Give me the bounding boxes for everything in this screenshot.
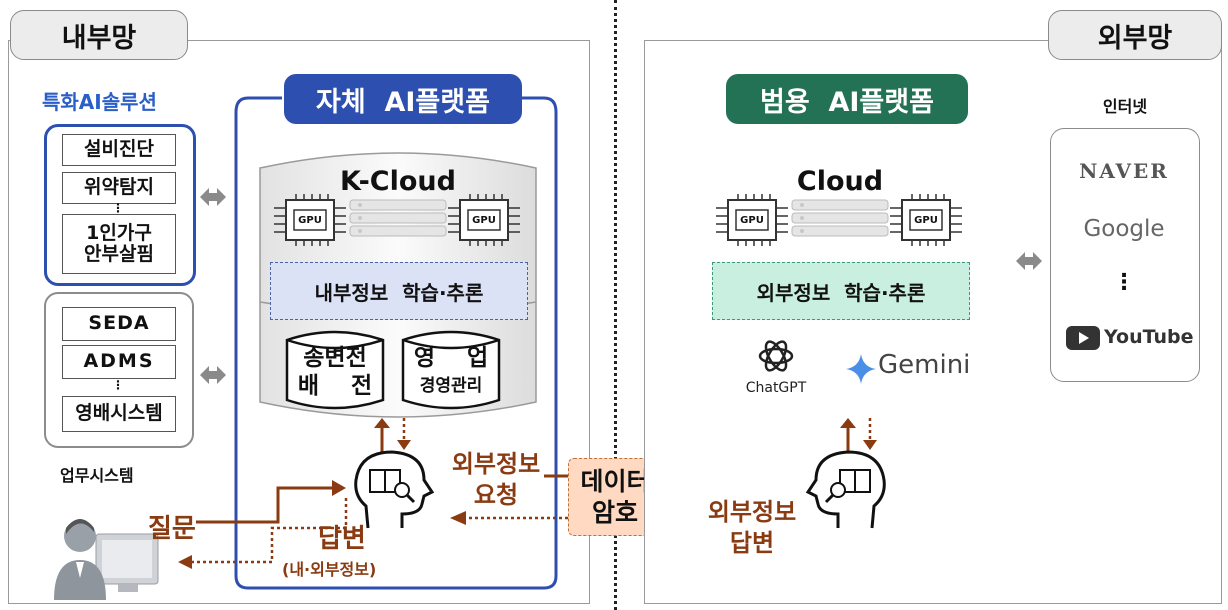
work-system-group <box>44 292 194 448</box>
internal-platform-frame <box>234 96 558 590</box>
work-systems-label: 업무시스템 <box>60 466 134 485</box>
answer-sub-label: (내·외부정보) <box>282 560 377 579</box>
question-label: 질문 <box>148 514 196 544</box>
work-item-distribution-system: 영배시스템 <box>62 396 176 432</box>
db-label-distribution: 배 전 <box>297 373 373 399</box>
answer-label: 답변 <box>318 524 366 554</box>
ellipsis-icon: ⋮ <box>1113 269 1135 295</box>
cloud-head-arrows <box>374 418 411 452</box>
user-at-computer-icon <box>54 519 159 600</box>
gemini-label: Gemini <box>878 350 971 380</box>
special-ai-title: 특화AI솔루션 <box>42 90 157 114</box>
db-label-sales: 영 업 <box>413 345 489 371</box>
google-logo: Google <box>1083 216 1165 242</box>
naver-logo: NAVER <box>1079 159 1169 183</box>
ai-thinking-head-icon <box>805 450 886 529</box>
gpu-chip-icon <box>716 194 788 246</box>
chatgpt-logo-icon <box>758 340 794 372</box>
external-platform-title: 범용 AI플랫폼 <box>726 74 968 124</box>
internal-cloud-label: K-Cloud <box>340 165 456 197</box>
server-stack-icon <box>791 199 889 237</box>
external-network-tab: 외부망 <box>1048 10 1222 60</box>
db-label-management: 경영관리 <box>419 376 483 396</box>
database-cylinder-icon <box>285 330 385 410</box>
ai-thinking-head-icon <box>354 450 435 529</box>
youtube-label: YouTube <box>1104 326 1194 348</box>
external-request-label: 외부정보 요청 <box>451 449 541 509</box>
bidirectional-arrow-icon <box>200 366 226 384</box>
question-arrow <box>196 480 346 524</box>
cloud-head-arrows <box>840 418 877 452</box>
bidirectional-arrow-icon <box>200 188 226 206</box>
bidirectional-arrow-icon <box>1016 252 1042 270</box>
external-network-panel <box>644 40 1222 604</box>
external-cloud-label: Cloud <box>796 165 884 197</box>
gemini-star-icon <box>846 354 876 384</box>
external-answer-label: 외부정보 답변 <box>707 497 797 557</box>
external-learning-layer: 외부정보 학습·추론 <box>712 262 970 320</box>
work-item-adms: ADMS <box>62 345 176 379</box>
work-item-seda: SEDA <box>62 307 176 341</box>
special-item-single-household-care: 1인가구 안부살핌 <box>62 214 176 274</box>
answer-arrow <box>178 498 348 569</box>
gpu-chip-icon <box>274 194 346 246</box>
internal-learning-layer: 내부정보 학습·추론 <box>270 262 528 320</box>
special-item-equipment-diagnosis: 설비진단 <box>62 134 176 166</box>
gpu-label: GPU <box>298 214 322 226</box>
chatgpt-label: ChatGPT <box>745 380 807 396</box>
gpu-label: GPU <box>472 214 496 226</box>
network-divider <box>614 0 617 610</box>
internet-box <box>1050 128 1200 382</box>
server-stack-icon <box>349 199 447 237</box>
gpu-label: GPU <box>914 214 938 226</box>
gpu-chip-icon <box>890 194 962 246</box>
internal-network-tab: 내부망 <box>10 10 188 60</box>
special-ai-group <box>44 124 196 286</box>
ellipsis-icon: ⋮ <box>112 378 124 392</box>
youtube-play-icon <box>1066 326 1100 350</box>
ellipsis-icon: ⋮ <box>112 201 124 215</box>
internal-platform-title: 자체 AI플랫폼 <box>284 74 522 124</box>
special-item-breach-detection: 위약탐지 <box>62 172 176 204</box>
gpu-label: GPU <box>740 214 764 226</box>
db-label-transmission: 송변전 <box>303 345 367 371</box>
database-cylinder-icon <box>401 330 501 410</box>
gpu-chip-icon <box>448 194 520 246</box>
internet-label: 인터넷 <box>1102 97 1148 116</box>
